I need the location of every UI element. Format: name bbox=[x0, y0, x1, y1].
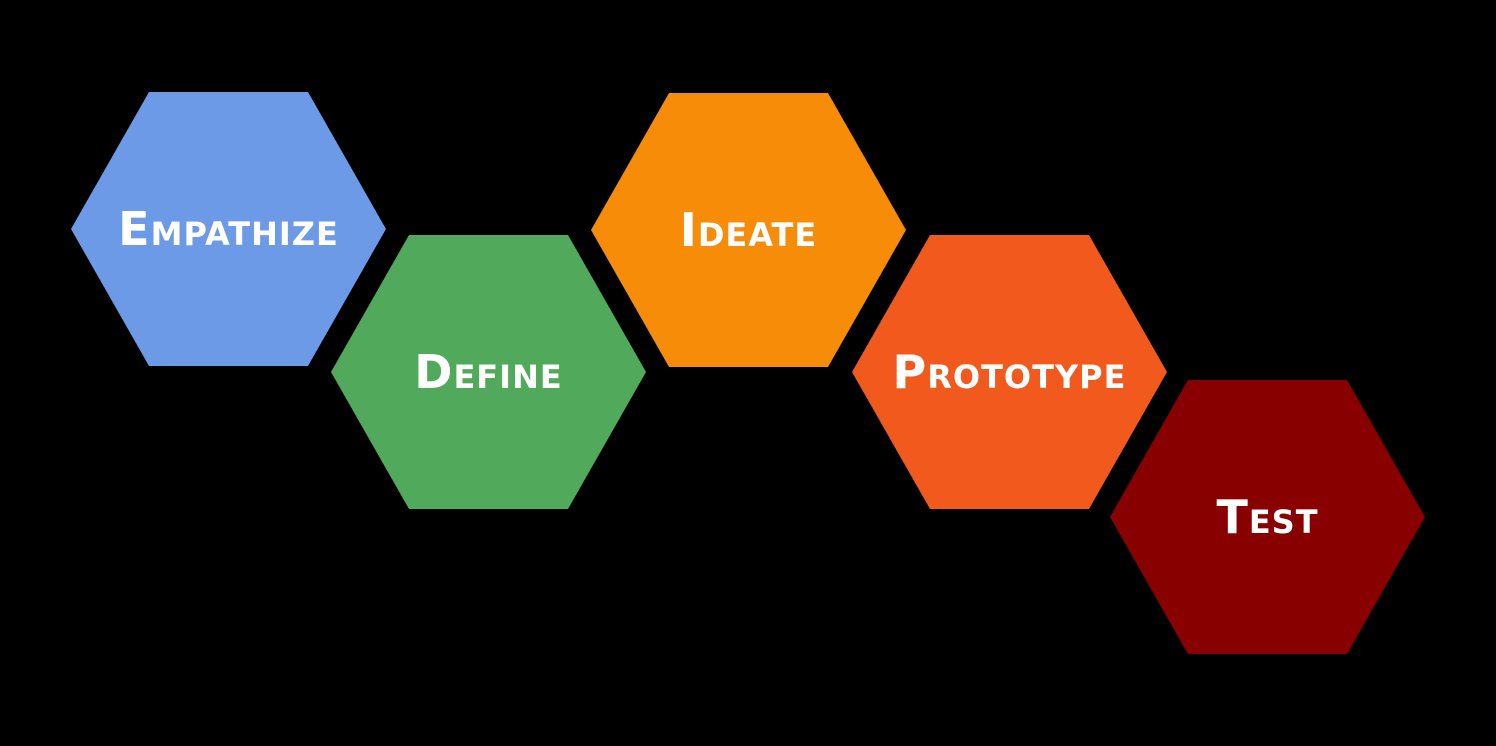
stage-label-empathize: Empathize bbox=[118, 202, 339, 256]
stage-hexagon-define: Define bbox=[331, 235, 646, 509]
stage-hexagon-ideate: Ideate bbox=[591, 93, 906, 367]
stage-label-define: Define bbox=[414, 345, 563, 399]
stage-label-test: Test bbox=[1216, 490, 1319, 544]
stage-label-prototype: Prototype bbox=[892, 345, 1127, 399]
stage-hexagon-test: Test bbox=[1110, 380, 1425, 654]
stage-hexagon-prototype: Prototype bbox=[852, 235, 1167, 509]
stage-label-ideate: Ideate bbox=[679, 203, 818, 257]
stage-hexagon-empathize: Empathize bbox=[71, 92, 386, 366]
